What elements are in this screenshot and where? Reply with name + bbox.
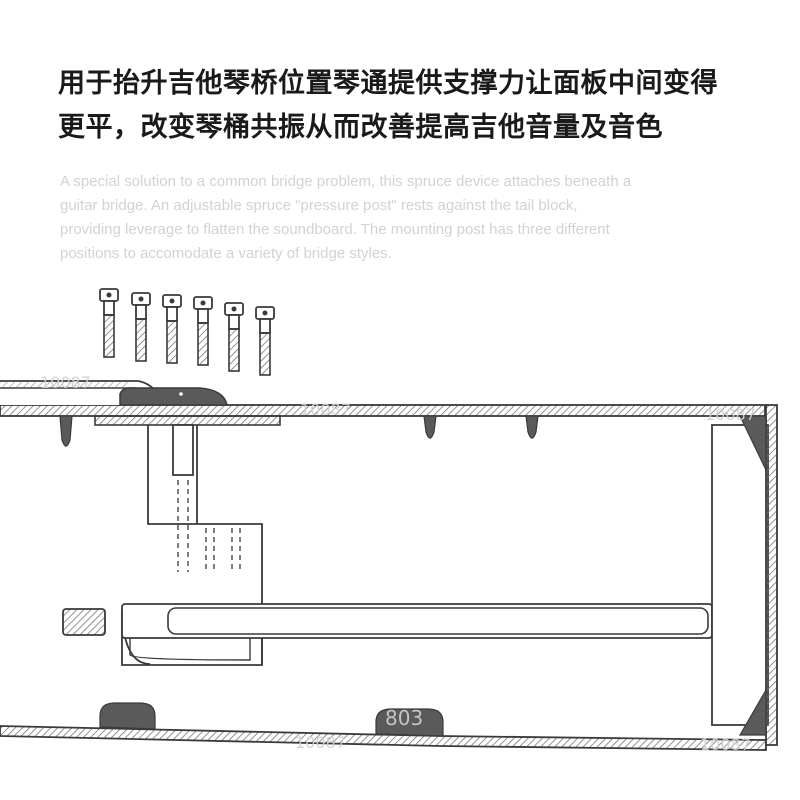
- tail-block: [711, 404, 778, 746]
- bridge-plate: [94, 415, 281, 426]
- watermark-5: 10087: [295, 733, 346, 752]
- watermark-1: 10087: [40, 373, 91, 392]
- screw-set: [99, 288, 275, 376]
- screw-1: [99, 288, 119, 358]
- back-brace-1: [99, 702, 156, 730]
- description-line-2: guitar bridge. An adjustable spruce "pre…: [60, 197, 578, 214]
- screw-3: [162, 294, 182, 364]
- screw-4: [193, 296, 213, 366]
- description-line-4: positions to accomodate a variety of bri…: [60, 245, 392, 262]
- description: A special solution to a common bridge pr…: [60, 170, 760, 266]
- watermark-3: 10087: [705, 405, 756, 424]
- description-line-1: A special solution to a common bridge pr…: [60, 173, 632, 190]
- headline-line-1: 用于抬升吉他琴桥位置琴通提供支撑力让面板中间变得: [58, 68, 718, 99]
- screw-2: [131, 292, 151, 362]
- watermark-6: 10087: [700, 735, 751, 754]
- bridge: [119, 387, 228, 406]
- screw-5: [224, 302, 244, 372]
- headline-line-2: 更平，改变琴桶共振从而改善提高吉他音量及音色: [58, 112, 663, 143]
- description-line-3: providing leverage to flatten the soundb…: [60, 221, 610, 238]
- pressure-post: [121, 603, 713, 639]
- back-plate: [0, 702, 767, 751]
- kerfing-block: [62, 608, 106, 636]
- watermark-4: 803: [385, 706, 423, 730]
- headline: 用于抬升吉他琴桥位置琴通提供支撑力让面板中间变得 更平，改变琴桶共振从而改善提高…: [58, 62, 758, 150]
- watermarks: 10087 10087 10087 803 10087 10087: [40, 373, 756, 754]
- braces: [59, 415, 539, 447]
- soundboard: [0, 380, 766, 417]
- watermark-2: 10087: [300, 400, 351, 419]
- screw-6: [255, 306, 275, 376]
- back-brace-2: [375, 708, 444, 737]
